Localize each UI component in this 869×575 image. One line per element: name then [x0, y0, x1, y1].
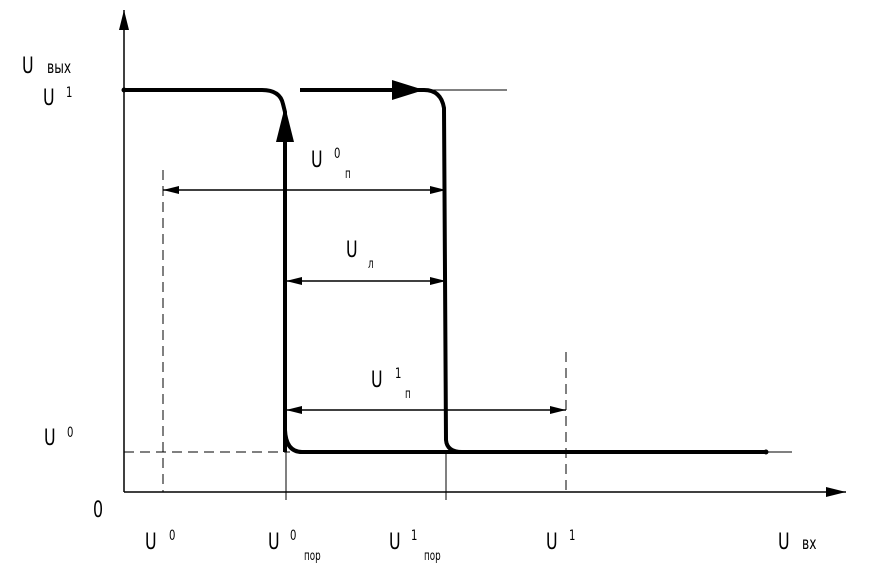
x-u0-por-label: U: [268, 530, 280, 555]
noise0-sup: 0: [334, 146, 341, 162]
noise0-sub: п: [345, 167, 351, 182]
x-u1-label: U: [546, 530, 558, 555]
hysteresis-right-branch: [300, 88, 463, 454]
x-u0-por-sup: 0: [290, 528, 297, 544]
u1-level-sup: 1: [66, 85, 73, 101]
x-u0-por-sub: пор: [304, 549, 321, 564]
curve-start-dot: [121, 87, 127, 93]
u0-level-label: U: [44, 426, 56, 451]
x-u0-sup: 0: [169, 528, 176, 544]
noise1-sub: п: [405, 387, 411, 402]
curve-end-dot: [763, 449, 769, 455]
y-axis-label-sub: вых: [47, 58, 72, 78]
x-u1-por-sup: 1: [411, 528, 418, 544]
noise1-label: U: [371, 368, 383, 393]
x-axis-label: U: [778, 530, 790, 555]
origin-label: 0: [93, 498, 104, 523]
noise1-sup: 1: [395, 366, 402, 382]
u1-level-label: U: [43, 86, 55, 111]
x-u1-por-sub: пор: [424, 549, 441, 564]
hysteresis-upper-branch: [124, 88, 287, 452]
arrow-up-direction: [276, 106, 294, 142]
hysteresis-lower-branch: [283, 429, 766, 454]
x-axis-label-sub: вх: [802, 534, 817, 554]
u0-level-sup: 0: [67, 425, 74, 441]
hyst-label: U: [346, 238, 358, 263]
x-u1-sup: 1: [569, 528, 576, 544]
arrow-right-direction: [392, 80, 424, 100]
y-axis-label: U: [22, 54, 34, 79]
noise0-label: U: [311, 148, 323, 173]
x-u0-label: U: [145, 530, 157, 555]
hyst-sub: л: [368, 257, 374, 272]
x-u1-por-label: U: [389, 530, 401, 555]
